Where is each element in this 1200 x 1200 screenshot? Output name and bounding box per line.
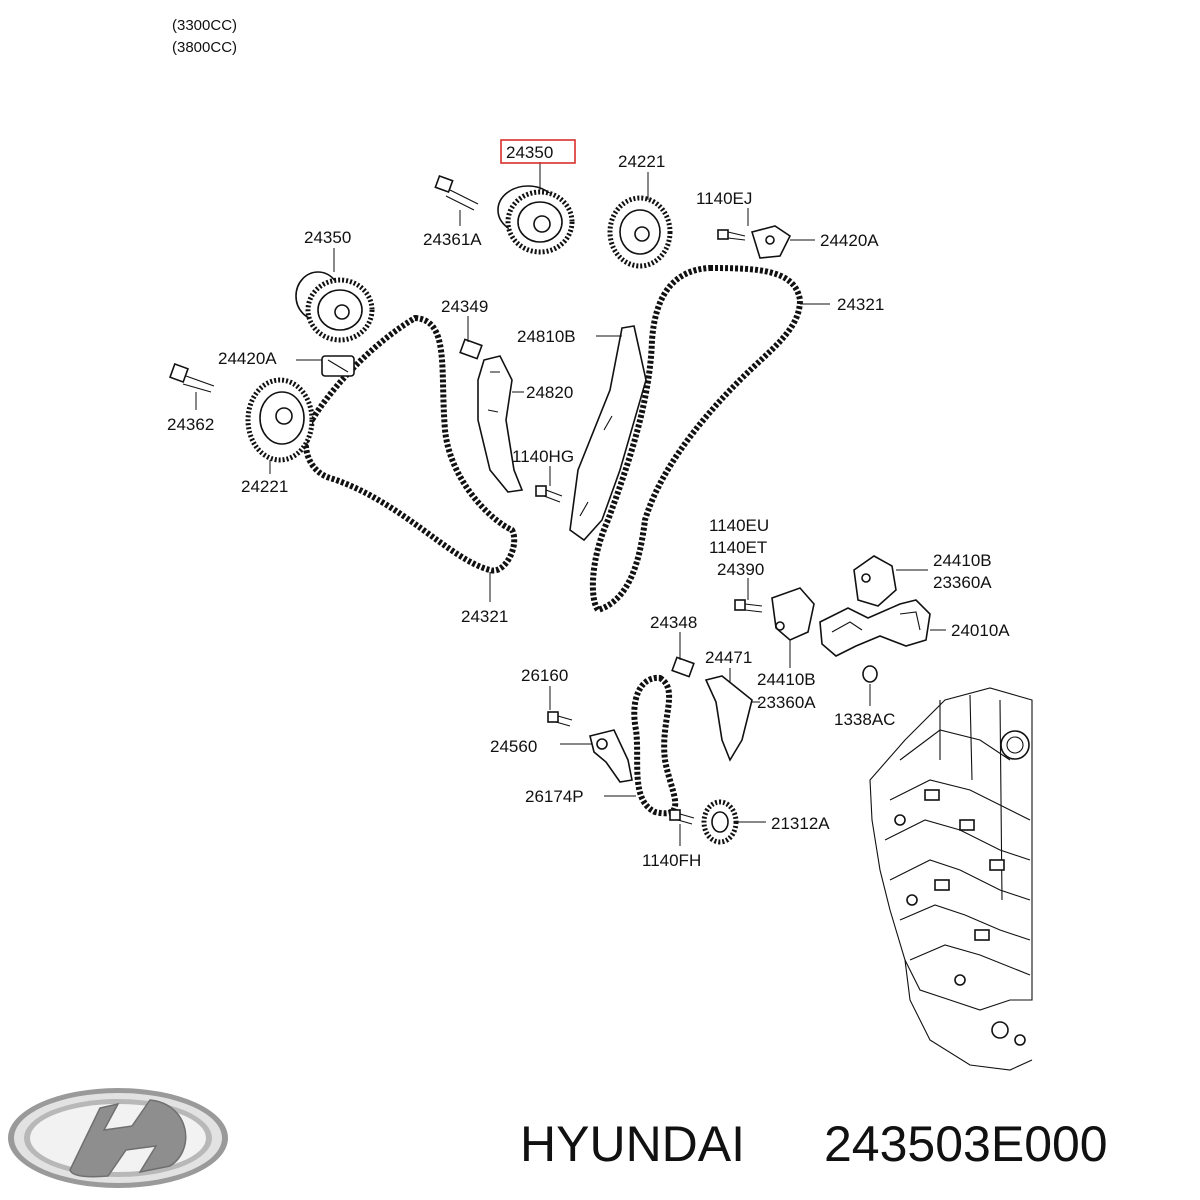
- hyundai-logo-icon: [8, 1088, 228, 1188]
- tensioner-arm-24560: [589, 729, 633, 783]
- cam-sprocket-24221-left: [245, 377, 315, 463]
- chain-guide-24820: [477, 355, 524, 493]
- label-21312A: 21312A: [771, 814, 830, 833]
- label-24221-top: 24221: [618, 152, 665, 171]
- oil-pump-chain: [631, 674, 679, 817]
- bracket-24420A-left: [321, 355, 355, 377]
- cam-sprocket-24350-top: [497, 185, 575, 255]
- sprocket-21312A: [701, 799, 739, 845]
- label-24820: 24820: [526, 383, 573, 402]
- chain-guide-24810B: [569, 325, 647, 542]
- guide-24471: [704, 675, 753, 762]
- label-24420A-right: 24420A: [820, 231, 879, 250]
- label-26174P: 26174P: [525, 787, 584, 806]
- tensioner-24410B-mid: [771, 587, 815, 641]
- selected-part-highlight: [500, 139, 576, 164]
- variant-3800cc: (3800CC): [172, 39, 237, 56]
- label-1140EJ: 1140EJ: [696, 189, 752, 208]
- brand-name: HYUNDAI: [520, 1116, 745, 1172]
- label-24321-bottom: 24321: [461, 607, 508, 626]
- bolt-1140EJ: [717, 229, 746, 241]
- label-24410B-top: 24410B: [933, 551, 992, 570]
- bracket-24420A-right: [750, 225, 792, 259]
- bolt-1140HG: [535, 485, 563, 503]
- label-24410B-mid: 24410B: [757, 670, 816, 689]
- gasket-24010A: [819, 599, 931, 657]
- part-number: 243503E000: [824, 1116, 1108, 1172]
- label-1140ET: 1140ET: [709, 538, 767, 557]
- label-24349: 24349: [441, 297, 488, 316]
- label-24560: 24560: [490, 737, 537, 756]
- label-1140HG: 1140HG: [512, 447, 574, 466]
- tensioner-24410B-top: [853, 555, 897, 607]
- label-1140EU: 1140EU: [709, 516, 769, 535]
- bolt-24361A: [434, 174, 479, 211]
- label-23360A-mid: 23360A: [757, 693, 816, 712]
- plug-1338AC: [862, 665, 878, 683]
- label-24390: 24390: [717, 560, 764, 579]
- label-24221-left: 24221: [241, 477, 288, 496]
- cam-sprocket-24350-left: [295, 271, 375, 343]
- label-24361A: 24361A: [423, 230, 482, 249]
- label-24471: 24471: [705, 648, 752, 667]
- right-timing-chain: [589, 265, 803, 613]
- label-24350-top: 24350: [506, 143, 553, 162]
- label-24810B: 24810B: [517, 327, 576, 346]
- variant-3300cc: (3300CC): [172, 17, 237, 34]
- bolt-26160: [547, 711, 573, 727]
- label-24348: 24348: [650, 613, 697, 632]
- label-24010A: 24010A: [951, 621, 1010, 640]
- cam-sprocket-24221-top: [607, 195, 673, 269]
- label-24321-right: 24321: [837, 295, 884, 314]
- engine-block-illustration: [869, 687, 1033, 1071]
- label-24420A-left: 24420A: [218, 349, 277, 368]
- label-26160: 26160: [521, 666, 568, 685]
- bolt-1140FH: [669, 809, 695, 825]
- label-24362: 24362: [167, 415, 214, 434]
- pin-24349: [459, 338, 483, 360]
- label-1140FH: 1140FH: [642, 851, 701, 870]
- label-24350-left: 24350: [304, 228, 351, 247]
- bolt-24390: [734, 599, 763, 613]
- pin-24348: [671, 656, 695, 678]
- leader-lines: [195, 162, 946, 846]
- bolt-24362: [169, 363, 215, 393]
- label-1338AC: 1338AC: [834, 710, 895, 729]
- label-23360A-top: 23360A: [933, 573, 992, 592]
